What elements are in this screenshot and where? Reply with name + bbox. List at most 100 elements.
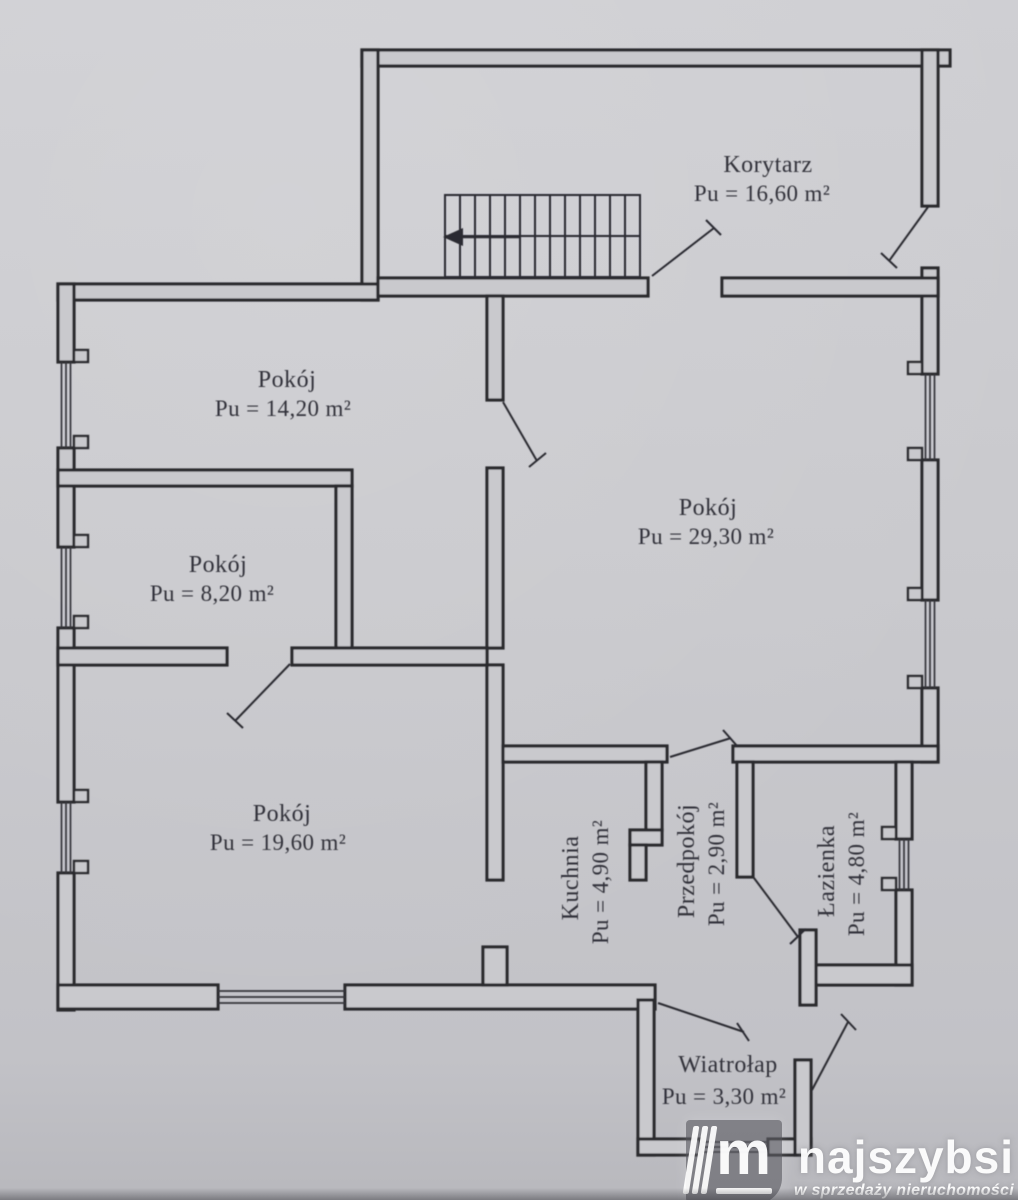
room-area: Pu = 4,80 m² <box>844 812 869 936</box>
window-jamb <box>72 859 90 875</box>
wall-segment <box>731 744 940 764</box>
wall-segment <box>644 760 664 832</box>
room-area: Pu = 14,20 m² <box>215 396 351 421</box>
room-name: Wiatrołap <box>678 1052 778 1078</box>
watermark-text: najszybsi w sprzedaży nieruchomości <box>794 1134 1014 1200</box>
najszybsi-watermark: m najszybsi w sprzedaży nieruchomości <box>682 1119 1014 1200</box>
wall-segment <box>793 1058 813 1157</box>
door-swing <box>528 452 547 468</box>
door-swing <box>840 1013 857 1031</box>
najszybsi-logo-icon: m <box>682 1119 782 1200</box>
door-swing <box>722 729 739 748</box>
wall-segment <box>56 646 229 667</box>
wall-segment <box>798 928 818 1007</box>
wall-segment <box>290 646 489 667</box>
wall-segment <box>56 983 220 1011</box>
room-name: Łazienka <box>814 825 840 917</box>
wall-segment <box>628 843 648 882</box>
wall-segment <box>56 468 354 488</box>
logo-underbar <box>715 1188 772 1194</box>
door-swing <box>502 401 538 462</box>
room-name: Korytarz <box>723 152 812 178</box>
room-area: Pu = 4,90 m² <box>588 820 613 944</box>
logo-letter: m <box>715 1119 772 1188</box>
wall-segment <box>814 963 914 987</box>
door-swing <box>736 1022 750 1042</box>
window-jamb <box>906 674 924 690</box>
wall-segment <box>334 484 354 650</box>
wall-segment <box>920 48 940 208</box>
room-name: Pokój <box>253 801 312 827</box>
room-area: Pu = 3,30 m² <box>662 1084 786 1109</box>
window-jamb <box>880 825 898 841</box>
wall-segment <box>376 276 650 298</box>
door-swing <box>657 1002 745 1033</box>
window-jambs <box>72 348 924 892</box>
window-jamb <box>72 533 90 549</box>
room-label-pokoj-14: Pokój Pu = 14,20 m² <box>215 367 351 421</box>
photo-edge-shadow <box>0 1188 1018 1200</box>
brand-name: najszybsi <box>797 1131 1014 1183</box>
wall-segment <box>56 282 380 302</box>
wall-segment <box>56 446 76 549</box>
room-label-kuchnia: Kuchnia Pu = 4,90 m² <box>558 820 613 944</box>
window-jamb <box>72 434 90 450</box>
room-label-pokoj-29: Pokój Pu = 29,30 m² <box>638 495 774 549</box>
room-name: Przedpokój <box>674 804 700 918</box>
room-label-wiatrolap: Wiatrołap Pu = 3,30 m² <box>662 1052 786 1109</box>
room-labels: Korytarz Pu = 16,60 m² Pokój Pu = 14,20 … <box>150 152 869 1109</box>
room-label-korytarz: Korytarz Pu = 16,60 m² <box>694 152 830 206</box>
wall-segment <box>56 282 76 364</box>
wall-segment <box>343 983 657 1011</box>
staircase <box>443 194 641 278</box>
wall-segment <box>735 760 755 879</box>
window-jamb <box>72 614 90 630</box>
stairs-direction-arrow-icon <box>443 228 463 246</box>
window-jamb <box>880 876 898 892</box>
door-swing <box>753 877 799 938</box>
room-name: Pokój <box>679 495 738 521</box>
room-label-pokoj-19: Pokój Pu = 19,60 m² <box>210 801 346 855</box>
room-area: Pu = 2,90 m² <box>704 802 729 926</box>
wall-segment <box>720 276 940 298</box>
window-jamb <box>906 446 924 462</box>
door-swing <box>226 712 244 729</box>
wall-segment <box>920 458 940 602</box>
room-name: Kuchnia <box>558 836 584 921</box>
window-jamb <box>906 586 924 602</box>
window-jamb <box>72 788 90 804</box>
door-swing <box>651 227 715 277</box>
wall-segment <box>481 945 509 987</box>
wall-segment <box>360 48 952 68</box>
wall-segment <box>485 466 505 650</box>
door-swing <box>789 928 807 945</box>
room-label-przedpokoj: Przedpokój Pu = 2,90 m² <box>674 802 729 926</box>
wall-segment <box>628 828 664 847</box>
door-swing <box>811 1021 849 1091</box>
room-name: Pokój <box>258 367 317 393</box>
wall-segment <box>485 294 505 402</box>
door-swing <box>705 219 722 236</box>
door-swing <box>234 663 291 722</box>
brand-tagline: w sprzedaży nieruchomości <box>794 1182 1014 1200</box>
window-jamb <box>906 360 924 376</box>
wall-segment <box>485 663 505 882</box>
walls <box>56 48 952 1157</box>
door-swing <box>888 206 929 262</box>
room-name: Pokój <box>189 552 248 578</box>
wall-segment <box>894 760 914 841</box>
door-swing <box>880 252 898 269</box>
room-area: Pu = 8,20 m² <box>150 581 274 606</box>
room-label-pokoj-8: Pokój Pu = 8,20 m² <box>150 552 274 606</box>
room-label-lazienka: Łazienka Pu = 4,80 m² <box>814 812 869 936</box>
window-jamb <box>72 348 90 364</box>
room-area: Pu = 29,30 m² <box>638 524 774 549</box>
room-area: Pu = 19,60 m² <box>210 830 346 855</box>
door-swings <box>226 206 929 1091</box>
door-swing <box>669 737 732 758</box>
room-area: Pu = 16,60 m² <box>694 181 830 206</box>
wall-segment <box>360 48 380 302</box>
wall-segment <box>501 744 669 764</box>
